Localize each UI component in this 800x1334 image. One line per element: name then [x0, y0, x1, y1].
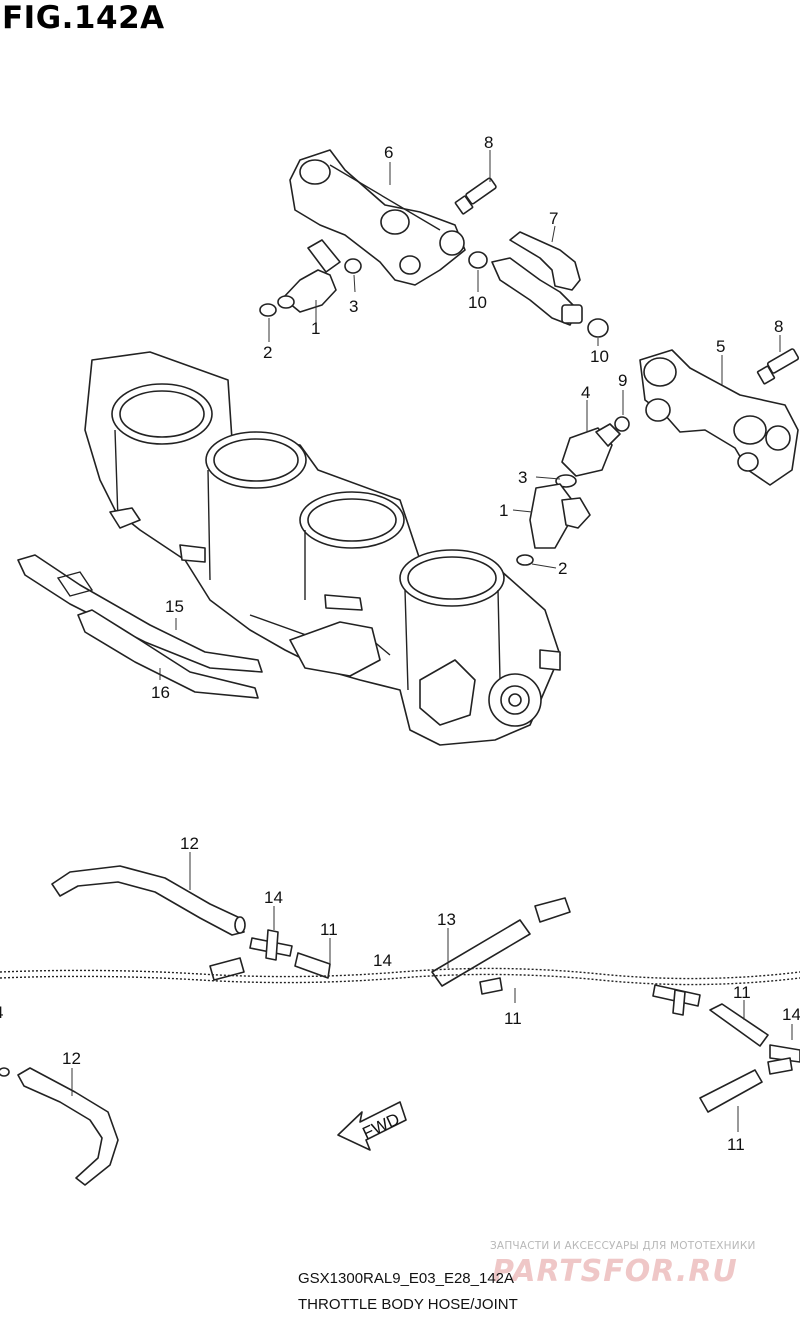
hose-12-upper[interactable]	[51, 865, 246, 936]
callout-label: 14	[264, 888, 283, 907]
injector-upper[interactable]	[277, 239, 341, 313]
callout-label: 13	[437, 910, 456, 929]
watermark-brand: PARTSFOR.RU	[492, 1254, 738, 1289]
t-joint-14-far-right[interactable]	[767, 1044, 800, 1075]
model-code: GSX1300RAL9_E03_E28_142A	[298, 1270, 515, 1287]
fwd-arrow: FWD	[337, 1101, 407, 1151]
figure-title: FIG.142A	[2, 0, 165, 36]
hose-11-upper-left[interactable]	[294, 952, 331, 979]
bolt-upper[interactable]	[454, 177, 497, 215]
callout-labels-hoses-upper: 12 14 11 14 13 11	[180, 834, 522, 1028]
section-name: THROTTLE BODY HOSE/JOINT	[298, 1296, 518, 1313]
callout-label: 2	[263, 343, 272, 362]
callout-label: 3	[349, 297, 358, 316]
hose-joint-upper[interactable]	[491, 231, 583, 326]
callout-label: 11	[320, 920, 338, 939]
fuel-rail-upper[interactable]	[289, 149, 466, 286]
vacuum-hose-15[interactable]	[17, 554, 263, 673]
callout-label: 12	[180, 834, 199, 853]
t-joint-lower-right[interactable]	[652, 984, 701, 1016]
watermark-text: ЗАПЧАСТИ И АКСЕССУАРЫ ДЛЯ МОТОТЕХНИКИ	[490, 1240, 756, 1252]
o-rings-upper[interactable]	[259, 251, 609, 338]
callout-labels-hoses-lower: 4 12 11 14 11	[0, 983, 800, 1154]
hose-11-lower-right[interactable]	[709, 1003, 769, 1047]
callout-label: 8	[484, 133, 493, 152]
callout-label: 4	[581, 383, 590, 402]
callout-label: 14	[782, 1005, 800, 1024]
callout-label: 12	[62, 1049, 81, 1068]
vacuum-hose-16[interactable]	[77, 609, 259, 699]
injector-cap-right[interactable]	[555, 416, 630, 488]
callout-label: 11	[727, 1135, 745, 1154]
callout-label: 1	[311, 319, 320, 338]
callout-label: 8	[774, 317, 783, 336]
bolt-right[interactable]	[756, 348, 800, 385]
callout-label: 10	[468, 293, 487, 312]
callout-label: 10	[590, 347, 609, 366]
callout-label: 6	[384, 143, 393, 162]
fuel-rail-right[interactable]	[639, 349, 799, 486]
hose-11-short-left[interactable]	[209, 957, 245, 981]
throttle-body-assembly[interactable]	[84, 351, 561, 746]
callout-label: 2	[558, 559, 567, 578]
t-joint-14-upper[interactable]	[249, 929, 293, 961]
callout-labels-top: 6 8 7 3 10 1 2 10 8 5 9 4 3 1 2 15 16	[151, 133, 783, 702]
callout-label: 11	[733, 983, 751, 1002]
hose-11-lower-center[interactable]	[479, 977, 503, 995]
callout-label: 4	[0, 1003, 3, 1022]
callout-label: 16	[151, 683, 170, 702]
callout-label: 5	[716, 337, 725, 356]
callout-label: 11	[504, 1009, 522, 1028]
callout-label: 3	[518, 468, 527, 487]
callout-label: 7	[549, 209, 558, 228]
callout-label: 1	[499, 501, 508, 520]
callout-label: 9	[618, 371, 627, 390]
hose-11-bottom-right[interactable]	[699, 1069, 763, 1113]
callout-label: 15	[165, 597, 184, 616]
hose-12-lower[interactable]	[0, 1067, 119, 1186]
callout-label: 14	[373, 951, 392, 970]
injector-right[interactable]	[516, 483, 591, 566]
